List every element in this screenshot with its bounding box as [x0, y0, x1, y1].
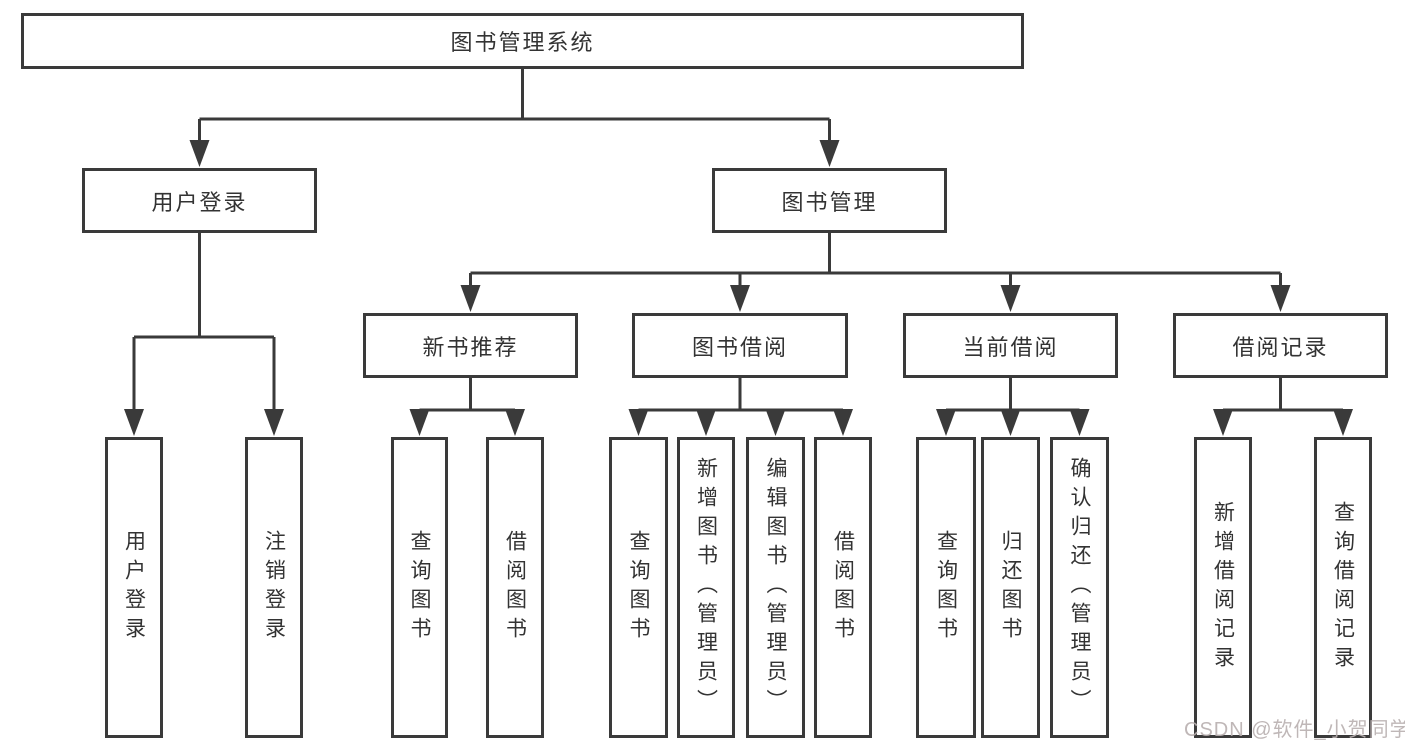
connector-borrow-records-to-leaves [1223, 378, 1343, 412]
arrow-down-icon [409, 409, 430, 436]
leaf-label: 查询借阅记录 [1331, 500, 1355, 675]
arrow-down-icon [1213, 409, 1233, 436]
arrow-down-icon [1000, 285, 1021, 312]
leaf-label: 编辑图书（管理员） [764, 457, 787, 718]
leaf-query-books-current: 查询图书 [916, 437, 976, 738]
leaf-label: 借阅图书 [503, 529, 527, 646]
connector-current-borrow-to-leaves [946, 378, 1080, 412]
leaf-logout: 注销登录 [245, 437, 303, 738]
arrow-down-icon [819, 140, 840, 167]
leaf-borrow-books: 借阅图书 [814, 437, 872, 738]
arrowheads [124, 140, 1353, 436]
watermark: CSDN @软件_小贺同学 [1184, 719, 1405, 741]
node-new-book-recommend: 新书推荐 [363, 313, 578, 378]
leaf-label: 注销登录 [262, 529, 286, 646]
arrow-down-icon [1069, 409, 1090, 436]
leaf-query-books-borrow: 查询图书 [609, 437, 668, 738]
arrow-down-icon [696, 409, 716, 436]
leaf-label: 查询图书 [934, 529, 958, 646]
arrow-down-icon [1270, 285, 1291, 312]
leaf-return-books: 归还图书 [981, 437, 1040, 738]
leaf-label: 用户登录 [122, 529, 146, 646]
connector-user-login-to-leaves [132, 233, 276, 414]
leaf-confirm-return-admin: 确认归还（管理员） [1050, 437, 1109, 738]
leaf-label: 查询图书 [408, 529, 431, 646]
leaf-label: 新增借阅记录 [1211, 500, 1235, 675]
arrow-down-icon [628, 409, 649, 436]
node-user-login: 用户登录 [82, 168, 317, 233]
arrow-down-icon [189, 140, 210, 167]
arrow-down-icon [765, 409, 786, 436]
arrow-down-icon [936, 409, 956, 436]
connector-root-to-level2 [198, 69, 831, 146]
leaf-query-books-recommend: 查询图书 [391, 437, 448, 738]
arrow-down-icon [1000, 409, 1021, 436]
arrow-down-icon [460, 285, 481, 312]
connector-book-borrow-to-leaves [638, 378, 843, 412]
leaf-label: 归还图书 [999, 529, 1022, 646]
leaf-label: 确认归还（管理员） [1068, 457, 1091, 718]
node-borrow-records: 借阅记录 [1173, 313, 1388, 378]
node-root: 图书管理系统 [21, 13, 1024, 69]
leaf-add-book-admin: 新增图书（管理员） [677, 437, 735, 738]
leaf-label: 查询图书 [627, 529, 650, 646]
connector-new-book-to-leaves [419, 378, 515, 412]
node-book-borrow: 图书借阅 [632, 313, 848, 378]
leaf-query-borrow-record: 查询借阅记录 [1314, 437, 1372, 738]
node-book-management: 图书管理 [712, 168, 947, 233]
arrow-down-icon [264, 409, 284, 436]
leaf-borrow-books-recommend: 借阅图书 [486, 437, 544, 738]
leaf-add-borrow-record: 新增借阅记录 [1194, 437, 1252, 738]
arrow-down-icon [730, 285, 750, 312]
node-current-borrow: 当前借阅 [903, 313, 1118, 378]
leaf-label: 新增图书（管理员） [694, 457, 718, 718]
leaf-label: 借阅图书 [831, 529, 855, 646]
leaf-user-login: 用户登录 [105, 437, 163, 738]
arrow-down-icon [833, 409, 853, 436]
connector-book-management-to-level3 [469, 233, 1282, 291]
arrow-down-icon [505, 409, 525, 436]
arrow-down-icon [1333, 409, 1353, 436]
arrow-down-icon [124, 409, 144, 436]
leaf-edit-book-admin: 编辑图书（管理员） [746, 437, 805, 738]
